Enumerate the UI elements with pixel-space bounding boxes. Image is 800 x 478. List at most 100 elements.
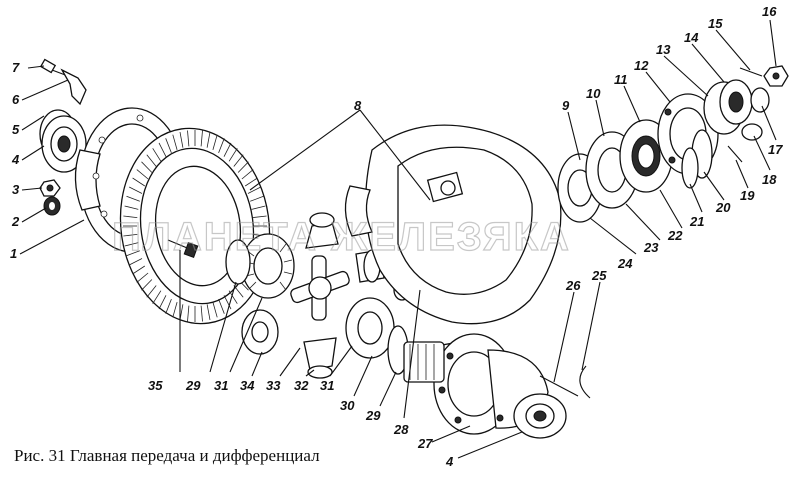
callout-22: 22 <box>667 228 683 243</box>
callout-18: 18 <box>762 172 777 187</box>
part-case-half-27 <box>433 333 549 435</box>
part-bearing-13-14 <box>703 79 753 135</box>
ring-gear-tooth <box>123 234 138 237</box>
callout-5: 5 <box>12 122 20 137</box>
callout-16: 16 <box>762 4 777 19</box>
ring-gear-tooth <box>141 279 153 291</box>
ring-gear-tooth <box>146 154 157 167</box>
ring-gear-tooth <box>124 205 139 210</box>
callout-26: 26 <box>565 278 581 293</box>
ring-gear-tooth <box>126 195 140 202</box>
part-nut-16 <box>763 65 789 87</box>
part-bolt-26 <box>539 375 579 397</box>
callout-23: 23 <box>643 240 659 255</box>
part-bearing-4-right <box>513 393 567 439</box>
ring-gear-tooth <box>223 142 232 157</box>
callout-27: 27 <box>417 436 433 451</box>
callout-numbers: 7 6 5 4 3 2 1 8 9 10 11 12 13 14 15 16 1… <box>10 4 783 469</box>
ring-gear-tooth <box>165 298 172 314</box>
callout-13: 13 <box>656 42 671 57</box>
part-washer-2 <box>43 196 61 216</box>
callout-6: 6 <box>12 92 20 107</box>
callout-4-right: 4 <box>445 454 454 469</box>
callout-10: 10 <box>586 86 601 101</box>
callout-32: 32 <box>294 378 309 393</box>
part-pinion-gear-34-left <box>241 309 279 355</box>
part-side-gear-31-right <box>345 297 395 359</box>
callout-31-right: 31 <box>320 378 334 393</box>
callout-34: 34 <box>240 378 255 393</box>
ring-gear-tooth <box>218 138 225 154</box>
ring-gear-tooth <box>129 258 143 266</box>
callout-29-right: 29 <box>365 408 381 423</box>
figure-caption: Рис. 31 Главная передача и дифференциал <box>14 446 320 465</box>
ring-gear-tooth <box>200 305 203 322</box>
part-shim-20-21 <box>681 129 713 189</box>
part-bolt-35 <box>167 239 199 258</box>
part-pinion-gear-32-bottom <box>303 337 337 379</box>
callout-19: 19 <box>740 188 755 203</box>
ring-gear-tooth <box>237 161 249 173</box>
ring-gear-tooth <box>126 250 140 257</box>
ring-gear-tooth <box>233 285 244 298</box>
part-seal-18 <box>741 123 763 141</box>
ring-gear-tooth <box>179 132 184 148</box>
ring-gear-tooth <box>233 154 244 167</box>
part-spider-34 <box>290 255 350 321</box>
ring-gear-tooth <box>158 295 167 310</box>
ring-gear-tooth <box>223 295 232 310</box>
callout-24: 24 <box>617 256 633 271</box>
ring-gear-tooth <box>136 272 149 283</box>
ring-gear-tooth <box>123 215 138 218</box>
ring-gear-tooth <box>132 265 146 275</box>
part-pinion-gear-33-top <box>305 212 339 249</box>
callout-12: 12 <box>634 58 649 73</box>
callout-7: 7 <box>12 60 20 75</box>
ring-gear-tooth <box>200 130 203 147</box>
ring-gear-tooth <box>252 215 267 218</box>
ring-gear-tooth <box>146 285 157 298</box>
ring-gear-tooth <box>187 130 190 147</box>
ring-gear-tooth <box>206 304 211 320</box>
ring-gear-tooth <box>244 177 258 187</box>
callout-1: 1 <box>10 246 17 261</box>
ring-gear-tooth <box>212 134 218 151</box>
part-thrust-washer-29-left <box>225 239 251 285</box>
callout-3: 3 <box>12 182 20 197</box>
part-shaft-splined <box>403 341 445 383</box>
callout-8: 8 <box>354 98 362 113</box>
ring-gear-tooth <box>228 290 238 304</box>
ring-gear-tooth <box>206 132 211 148</box>
ring-gear-tooth <box>158 142 167 157</box>
ring-gear-tooth <box>241 169 254 180</box>
callout-28: 28 <box>393 422 409 437</box>
callout-30: 30 <box>340 398 355 413</box>
callout-9: 9 <box>562 98 570 113</box>
part-washer-17 <box>750 87 770 113</box>
part-bolt-19 <box>727 145 743 163</box>
callout-33: 33 <box>266 378 281 393</box>
callout-17: 17 <box>768 142 783 157</box>
watermark: ПЛАНЕТА ЖЕЛЕЗЯКА <box>112 215 571 259</box>
callout-31-left: 31 <box>214 378 228 393</box>
ring-gear-tooth <box>251 205 266 210</box>
callout-15: 15 <box>708 16 723 31</box>
callout-29-left: 29 <box>185 378 201 393</box>
ring-gear-tooth <box>132 177 146 187</box>
ring-gear-tooth <box>228 148 238 162</box>
callout-25: 25 <box>591 268 607 283</box>
ring-gear-tooth <box>165 138 172 154</box>
callout-35: 35 <box>148 378 163 393</box>
ring-gear-tooth <box>218 298 225 314</box>
ring-gear-tooth <box>129 186 143 194</box>
ring-gear-tooth <box>172 301 178 318</box>
ring-gear-tooth <box>172 134 178 151</box>
ring-gear-tooth <box>152 290 162 304</box>
part-bearing-4-left <box>41 115 87 173</box>
ring-gear-tooth <box>152 148 162 162</box>
leader-lines <box>19 19 777 459</box>
callout-2: 2 <box>11 214 20 229</box>
callout-14: 14 <box>684 30 699 45</box>
callout-4-left: 4 <box>11 152 20 167</box>
